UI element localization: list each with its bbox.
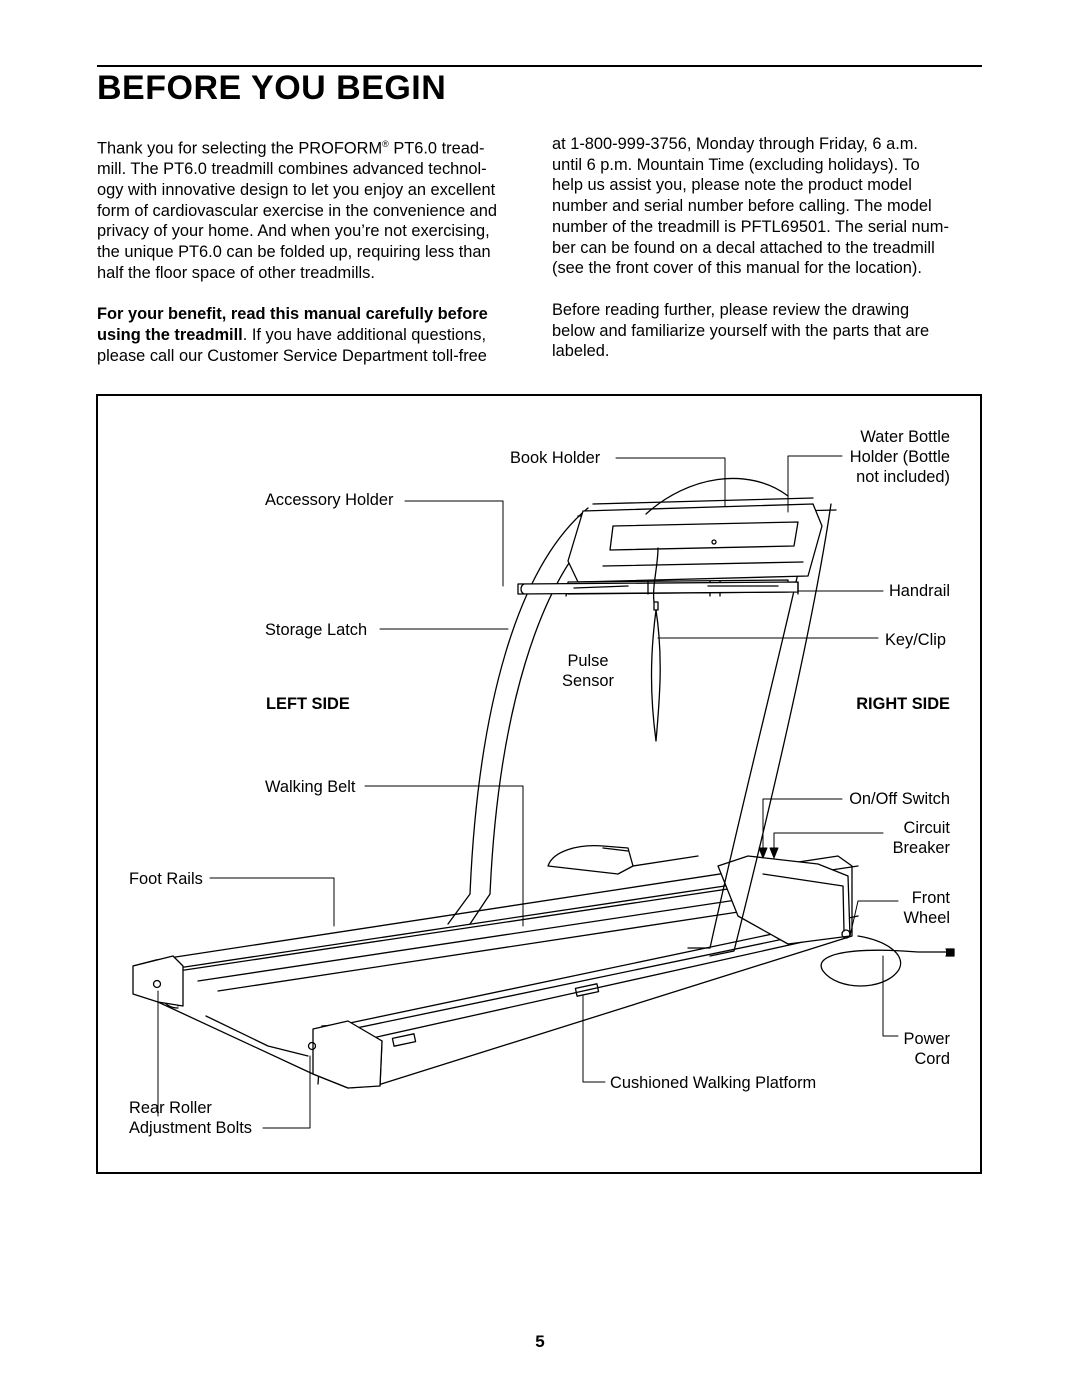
label-cushioned-walking-platform: Cushioned Walking Platform: [610, 1074, 817, 1092]
text-line: number of the treadmill is PFTL69501. Th…: [552, 217, 949, 236]
label-walking-belt: Walking Belt: [265, 778, 356, 796]
text-line: form of cardiovascular exercise in the c…: [97, 201, 497, 220]
label-line: Rear Roller: [129, 1099, 212, 1117]
label-line: Cord: [914, 1050, 950, 1068]
treadmill-deck: [132, 855, 859, 1089]
handrail: [517, 581, 799, 595]
text-line: labeled.: [552, 342, 610, 361]
text-line: Before reading further, please review th…: [552, 300, 910, 319]
label-accessory-holder: Accessory Holder: [265, 491, 394, 509]
text-line: please call our Customer Service Departm…: [97, 346, 487, 365]
text-line: help us assist you, please note the prod…: [552, 176, 912, 195]
text-line: For your benefit, read this manual caref…: [97, 304, 529, 325]
text-line: ogy with innovative design to let you en…: [97, 180, 496, 199]
text-line: using the treadmill. If you have additio…: [97, 325, 529, 346]
text-line: (see the front cover of this manual for …: [552, 259, 922, 278]
label-book-holder: Book Holder: [510, 449, 601, 467]
text-line: the unique PT6.0 can be folded up, requi…: [97, 242, 491, 261]
text-line: mill. The PT6.0 treadmill combines advan…: [97, 160, 487, 179]
intro-left-column: Thank you for selecting the PROFORM® PT6…: [97, 134, 529, 388]
label-front-wheel: Front Wheel: [904, 888, 950, 928]
label-line: Wheel: [903, 909, 950, 927]
label-circuit-breaker: Circuit Breaker: [893, 818, 950, 858]
intro-paragraph-1: Thank you for selecting the PROFORM® PT6…: [97, 134, 529, 283]
intro-paragraph-2: For your benefit, read this manual caref…: [97, 304, 529, 366]
label-line: Front: [911, 889, 950, 907]
label-foot-rails: Foot Rails: [129, 870, 203, 888]
label-power-cord: Power Cord: [904, 1029, 950, 1069]
label-line: Breaker: [892, 839, 950, 857]
text-fragment: Thank you for selecting the PROFORM: [97, 139, 383, 158]
page-number: 5: [535, 1332, 545, 1351]
text-line: ber can be found on a decal attached to …: [552, 238, 935, 257]
console: [565, 477, 823, 597]
label-line: Power: [903, 1030, 950, 1048]
text-line: below and familiarize yourself with the …: [552, 321, 930, 340]
title-rule: [97, 65, 982, 67]
text-line: half the floor space of other treadmills…: [97, 263, 375, 282]
label-storage-latch: Storage Latch: [265, 621, 368, 639]
label-on-off-switch: On/Off Switch: [849, 790, 950, 808]
label-left-side: LEFT SIDE: [266, 695, 350, 713]
key-clip: [650, 547, 661, 742]
leader-lines: [157, 455, 899, 1129]
text-line: number and serial number before calling.…: [552, 197, 932, 216]
label-pulse-sensor: Pulse Sensor: [558, 651, 618, 691]
text-line: at 1-800-999-3756, Monday through Friday…: [552, 135, 918, 153]
text-fragment: . If you have additional questions,: [242, 326, 487, 345]
treadmill-drawing: [132, 455, 955, 1129]
label-key-clip: Key/Clip: [884, 631, 946, 649]
registered-mark: ®: [382, 139, 389, 149]
label-line: Sensor: [562, 672, 614, 690]
intro-paragraph-3: at 1-800-999-3756, Monday through Friday…: [552, 134, 984, 279]
label-water-bottle: Water Bottle Holder (Bottle not included…: [850, 427, 950, 487]
bold-text: using the treadmill: [97, 326, 243, 345]
motor-hood: [547, 845, 851, 945]
page-title: BEFORE YOU BEGIN: [97, 69, 447, 107]
intro-paragraph-4: Before reading further, please review th…: [552, 300, 984, 362]
label-line: Pulse: [567, 652, 609, 670]
text-line: Thank you for selecting the PROFORM® PT6…: [97, 134, 529, 159]
intro-right-column: at 1-800-999-3756, Monday through Friday…: [552, 134, 984, 383]
label-line: Adjustment Bolts: [129, 1119, 252, 1137]
label-line: Holder (Bottle: [849, 448, 950, 466]
text-line: privacy of your home. And when you’re no…: [97, 222, 490, 241]
label-line: Circuit: [903, 819, 950, 837]
label-rear-roller-adjustment-bolts: Rear Roller Adjustment Bolts: [129, 1098, 252, 1138]
label-line: Water Bottle: [860, 428, 950, 446]
label-right-side: RIGHT SIDE: [856, 695, 950, 713]
power-cord: [820, 935, 955, 987]
text-fragment: PT6.0 tread-: [388, 139, 485, 158]
text-line: until 6 p.m. Mountain Time (excluding ho…: [552, 155, 920, 174]
bold-text: For your benefit, read this manual caref…: [97, 305, 488, 324]
label-handrail: Handrail: [888, 582, 950, 600]
treadmill-parts-figure: Water Bottle Holder (Bottle not included…: [96, 394, 982, 1174]
label-line: not included): [856, 468, 950, 486]
